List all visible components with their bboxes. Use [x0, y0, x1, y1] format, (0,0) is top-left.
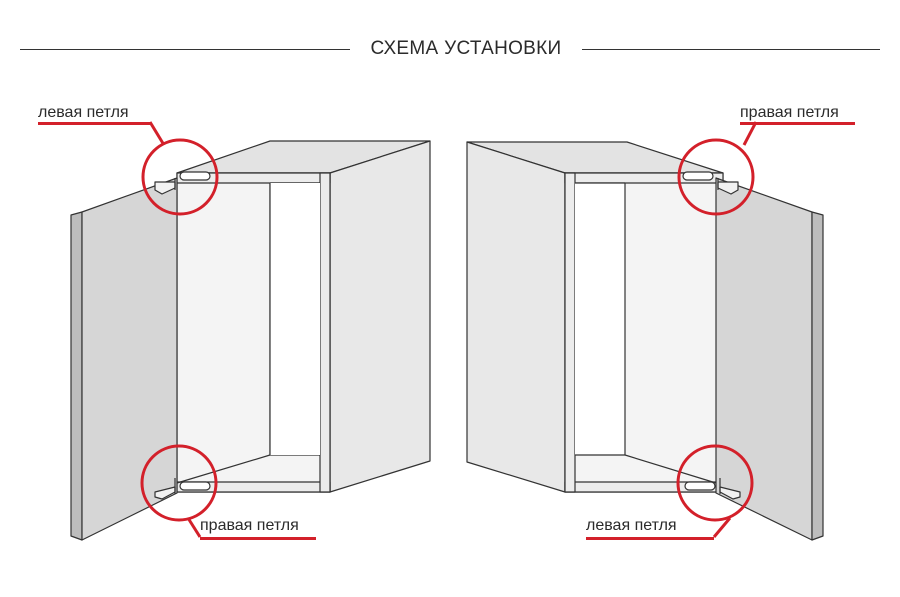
- label-bottom-left-hinge: правая петля: [200, 517, 299, 534]
- right-cabinet: [466, 141, 824, 541]
- left-door-edge: [70, 211, 83, 541]
- highlight-circle-top-right: [677, 138, 755, 216]
- underline-top-right: [740, 122, 855, 125]
- right-top-hinge: [682, 171, 739, 195]
- diagram-header: СХЕМА УСТАНОВКИ: [0, 30, 900, 70]
- right-door-edge: [811, 211, 824, 541]
- right-bottom-hinge: [684, 478, 741, 500]
- left-cabinet-side: [329, 140, 431, 493]
- label-top-left-hinge: левая петля: [38, 104, 129, 121]
- left-bottom-hinge: [154, 478, 211, 500]
- label-bottom-right-hinge: левая петля: [586, 517, 677, 534]
- highlight-circle-top-left: [141, 138, 219, 216]
- header-rule-right: [582, 49, 880, 50]
- right-cabinet-frame-left: [564, 172, 576, 493]
- header-rule-left: [20, 49, 350, 50]
- left-top-hinge: [154, 171, 211, 195]
- underline-bottom-right: [586, 537, 714, 540]
- highlight-circle-bottom-left: [140, 444, 218, 522]
- underline-top-left: [38, 122, 151, 125]
- left-cabinet: [70, 140, 431, 541]
- leader-top-right: [742, 121, 758, 146]
- highlights: [140, 121, 758, 538]
- left-door-panel: [81, 177, 178, 541]
- highlight-circle-bottom-right: [676, 444, 754, 522]
- label-top-right-hinge: правая петля: [740, 104, 839, 121]
- right-cabinet-side: [466, 141, 566, 493]
- page-title: СХЕМА УСТАНОВКИ: [370, 38, 562, 59]
- right-door-panel: [715, 177, 813, 541]
- leader-bottom-right: [712, 517, 732, 538]
- leader-bottom-left: [186, 517, 202, 538]
- left-cabinet-frame-right: [319, 172, 331, 493]
- underline-bottom-left: [200, 537, 316, 540]
- leader-top-left: [148, 121, 166, 146]
